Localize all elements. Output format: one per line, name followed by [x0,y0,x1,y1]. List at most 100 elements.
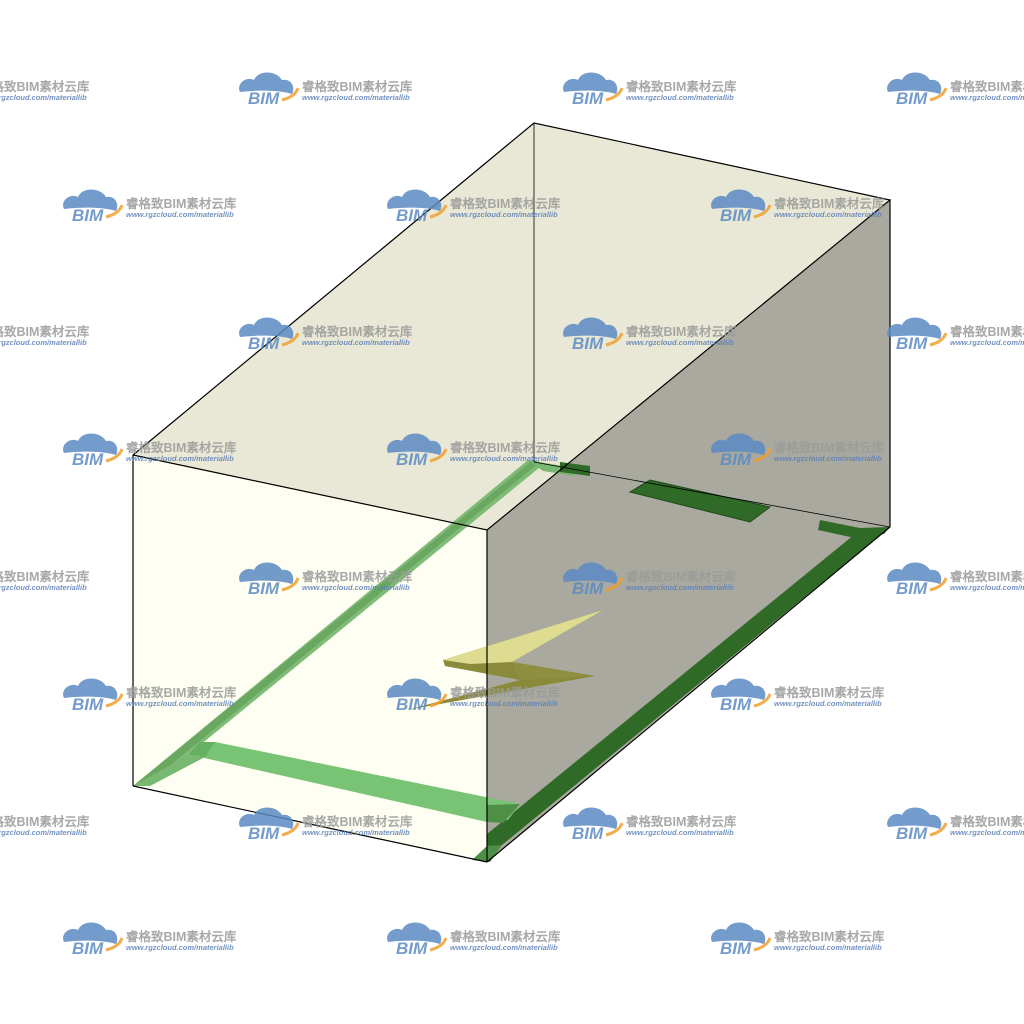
watermark-title: 睿格致BIM素材云库 [774,196,885,211]
watermark-url: www.rgzcloud.com/materiallib [450,943,558,952]
cloud-icon [63,433,118,455]
cloud-icon [887,72,942,94]
watermark-bim-text: BIM [572,334,604,353]
watermark-title: 睿格致BIM素材云库 [450,685,561,700]
watermark-title: 睿格致BIM素材云库 [626,814,737,829]
watermark-url: www.rgzcloud.com/materiallib [774,943,882,952]
watermark-url: www.rgzcloud.com/materiallib [0,583,87,592]
watermark-title: 睿格致BIM素材云库 [302,814,413,829]
watermark-url: www.rgzcloud.com/materiallib [126,210,234,219]
watermark-logo: BIM 睿格致BIM素材云库www.rgzcloud.com/materialli… [387,678,561,714]
watermark-bim-text: BIM [248,334,280,353]
watermark-title: 睿格致BIM素材云库 [450,929,561,944]
swoosh-icon [605,822,624,837]
watermark-url: www.rgzcloud.com/materiallib [450,454,558,463]
swoosh-icon [429,448,448,463]
swoosh-icon [929,822,948,837]
watermark-logo: BIM睿格致BIM素材云库www.rgzcloud.com/materialli… [0,324,90,347]
cloud-icon [387,922,442,944]
watermark-logo: BIM睿格致BIM素材云库www.rgzcloud.com/materialli… [63,433,237,469]
watermark-logo: BIM睿格致BIM素材云库www.rgzcloud.com/materialli… [63,678,237,714]
watermark-logo: BIM睿格致BIM素材云库www.rgzcloud.com/materialli… [387,189,561,225]
watermark-url: www.rgzcloud.com/materiallib [450,699,558,708]
watermark-bim-text: BIM [248,824,280,843]
watermark-url: www.rgzcloud.com/materiallib [950,583,1024,592]
watermark-title: 睿格致BIM素材云库 [950,569,1024,584]
swoosh-icon [753,693,772,708]
cloud-icon [63,678,118,700]
watermark-bim-text: BIM [896,89,928,108]
watermark-layer: BIM睿格致BIM素材云库www.rgzcloud.com/materialli… [0,72,1024,958]
watermark-bim-text: BIM [72,695,104,714]
cloud-icon [239,562,294,584]
cloud-icon [239,72,294,94]
cloud-icon [387,189,442,211]
watermark-logo: BIM睿格致BIM素材云库www.rgzcloud.com/materialli… [63,189,237,225]
watermark-bim-text: BIM [72,206,104,225]
watermark-url: www.rgzcloud.com/materiallib [774,699,882,708]
watermark-logo: BIM睿格致BIM素材云库www.rgzcloud.com/materialli… [711,922,885,958]
swoosh-icon [105,937,124,952]
swoosh-icon [281,332,300,347]
watermark-title: 睿格致BIM素材云库 [0,79,90,94]
cloud-icon [387,678,442,700]
watermark-title: 睿格致BIM素材云库 [302,569,413,584]
watermark-title: 睿格致BIM素材云库 [302,79,413,94]
watermark-url: www.rgzcloud.com/materiallib [626,338,734,347]
watermark-bim-text: BIM [396,695,428,714]
watermark-logo: BIM睿格致BIM素材云库www.rgzcloud.com/materialli… [0,814,90,837]
base-front-rail [200,742,520,822]
lightning-bolt-icon [407,610,603,710]
cloud-icon [63,189,118,211]
watermark-url: www.rgzcloud.com/materiallib [302,93,410,102]
watermark-url: www.rgzcloud.com/materiallib [126,454,234,463]
swoosh-icon [929,332,948,347]
base-pad [628,479,772,523]
watermark-title: 睿格致BIM素材云库 [0,569,90,584]
cloud-icon [887,807,942,829]
watermark-title: 睿格致BIM素材云库 [626,569,737,584]
watermark-logo: BIM睿格致BIM素材云库www.rgzcloud.com/materialli… [563,72,737,108]
watermark-title: 睿格致BIM素材云库 [0,814,90,829]
cloud-icon [887,562,942,584]
box-edges [132,122,892,863]
watermark-url: www.rgzcloud.com/materiallib [126,943,234,952]
swoosh-icon [105,204,124,219]
watermark-logo: BIM睿格致BIM素材云库www.rgzcloud.com/materialli… [387,922,561,958]
watermark-bim-text: BIM [720,450,752,469]
watermark-logo: BIM睿格致BIM素材云库www.rgzcloud.com/materialli… [63,922,237,958]
watermark-bim-text: BIM [248,89,280,108]
watermark-title: 睿格致BIM素材云库 [950,324,1024,339]
watermark-url: www.rgzcloud.com/materiallib [302,828,410,837]
watermark-url: www.rgzcloud.com/materiallib [0,828,87,837]
cloud-icon [63,922,118,944]
watermark-logo: BIM睿格致BIM素材云库www.rgzcloud.com/materialli… [711,433,885,469]
watermark-logo: BIM睿格致BIM素材云库www.rgzcloud.com/materialli… [887,562,1024,598]
swoosh-icon [605,87,624,102]
watermark-title: 睿格致BIM素材云库 [774,685,885,700]
watermark-bim-text: BIM [572,579,604,598]
watermark-url: www.rgzcloud.com/materiallib [626,93,734,102]
watermark-bim-text: BIM [896,334,928,353]
cloud-icon [563,317,618,339]
watermark-url: www.rgzcloud.com/materiallib [626,583,734,592]
swoosh-icon [429,204,448,219]
watermark-url: www.rgzcloud.com/materiallib [0,338,87,347]
swoosh-icon [929,577,948,592]
cloud-icon [711,433,766,455]
watermark-bim-text: BIM [72,450,104,469]
watermark-url: www.rgzcloud.com/materiallib [950,338,1024,347]
watermark-logo: BIM睿格致BIM素材云库www.rgzcloud.com/materialli… [563,317,737,353]
watermark-bim-text: BIM [572,89,604,108]
swoosh-icon [105,693,124,708]
swoosh-icon [753,937,772,952]
watermark-bim-text: BIM [72,939,104,958]
swoosh-icon [429,693,448,708]
watermark-title: 睿格致BIM素材云库 [450,440,561,455]
watermark-bim-text: BIM [248,579,280,598]
cloud-icon [563,562,618,584]
watermark-url: www.rgzcloud.com/materiallib [450,210,558,219]
watermark-url: www.rgzcloud.com/materiallib [950,93,1024,102]
watermark-url: www.rgzcloud.com/materiallib [626,828,734,837]
watermark-bim-text: BIM [396,450,428,469]
